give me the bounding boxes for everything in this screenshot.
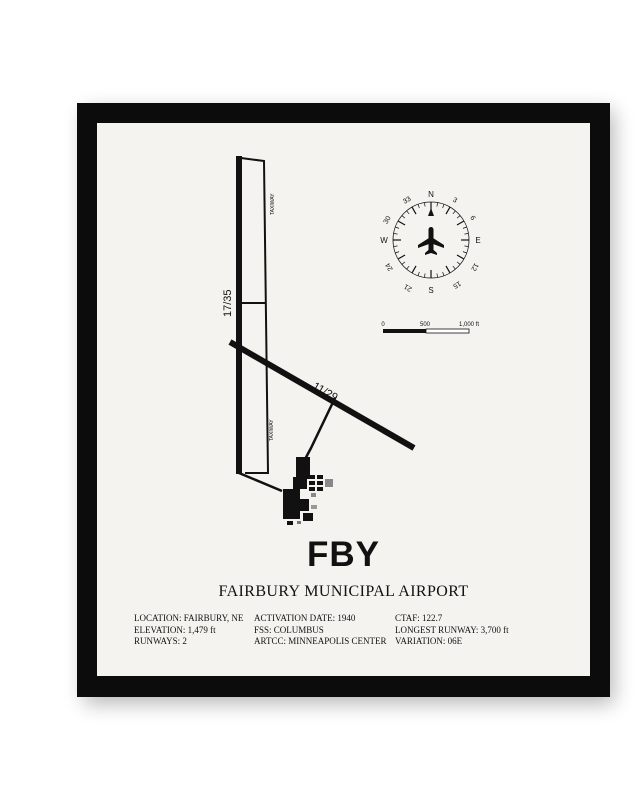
scale-bar: 0 500 1,000 ft	[381, 322, 479, 334]
apron-pad	[325, 479, 333, 487]
compass-tick	[401, 261, 406, 265]
connector-taxiway	[301, 397, 337, 464]
compass-tick	[393, 233, 398, 235]
hangar	[309, 481, 315, 485]
airport-diagram: TAXIWAY TAXIWAY 17/35 11/29	[222, 156, 481, 525]
apron-buildings	[283, 457, 333, 525]
info-runways: RUNWAYS: 2	[134, 636, 187, 646]
info-column-1: LOCATION: FAIRBURY, NE ELEVATION: 1,479 …	[134, 613, 243, 648]
apron-pad	[311, 493, 316, 497]
taxiway	[240, 157, 270, 474]
scale-bar-filled	[383, 329, 426, 333]
info-activation-date: ACTIVATION DATE: 1940	[254, 613, 356, 623]
compass-tick	[436, 273, 438, 278]
compass-tick	[456, 254, 465, 260]
compass-w: W	[380, 236, 388, 245]
compass-tick	[411, 265, 417, 274]
apron-taxi-link	[238, 471, 283, 493]
compass-tick	[464, 233, 469, 235]
compass-e: E	[475, 236, 480, 245]
runway-11-29	[228, 339, 416, 451]
info-fss: FSS: COLUMBUS	[254, 624, 324, 635]
scale-bar-empty	[425, 328, 470, 334]
compass-tick	[424, 202, 426, 207]
compass-tick	[445, 206, 451, 215]
compass-tick	[442, 204, 445, 209]
compass-tick	[452, 210, 456, 215]
compass-tick	[406, 265, 410, 270]
compass-ticks	[393, 202, 469, 278]
compass-tick	[393, 245, 398, 247]
airplane-icon	[418, 227, 444, 255]
main-apron	[283, 489, 300, 519]
info-ctaf: CTAF: 122.7	[395, 613, 443, 623]
compass-tick	[456, 220, 465, 226]
compass-heading-6: 6	[468, 215, 476, 222]
compass-heading-33: 33	[402, 196, 412, 206]
compass-tick	[445, 265, 451, 274]
compass-heading-3: 3	[451, 197, 458, 205]
compass-tick	[424, 273, 426, 278]
compass-heading-24: 24	[385, 262, 395, 272]
building	[300, 499, 309, 511]
airport-name: FAIRBURY MUNICIPAL AIRPORT	[218, 583, 469, 600]
scale-label-1000: 1,000 ft	[459, 322, 479, 328]
compass-tick	[464, 245, 469, 247]
compass-tick	[456, 215, 461, 219]
compass-s: S	[428, 286, 433, 295]
compass-tick	[401, 215, 406, 219]
compass-tick	[411, 206, 417, 215]
info-location: LOCATION: FAIRBURY, NE	[134, 613, 244, 623]
info-artcc: ARTCC: MINNEAPOLIS CENTER	[254, 636, 387, 646]
info-column-3: CTAF: 122.7 LONGEST RUNWAY: 3,700 ft VAR…	[395, 613, 509, 648]
info-column-2: ACTIVATION DATE: 1940 FSS: COLUMBUS ARTC…	[254, 613, 386, 648]
runway-label-17-35: 17/35	[222, 289, 234, 317]
compass-heading-30: 30	[383, 215, 393, 225]
compass-tick	[417, 204, 420, 209]
compass-tick	[397, 254, 406, 260]
compass-n: N	[428, 190, 434, 199]
building	[303, 513, 313, 521]
hangar	[309, 475, 315, 479]
north-arrow-icon	[428, 208, 434, 216]
building	[293, 477, 307, 489]
hangar	[317, 475, 323, 479]
compass-tick	[456, 261, 461, 265]
compass-tick	[452, 265, 456, 270]
taxiway-label-south: TAXIWAY	[269, 419, 275, 441]
building	[287, 521, 293, 525]
info-longest-runway: LONGEST RUNWAY: 3,700 ft	[395, 624, 509, 635]
apron-pad	[297, 521, 301, 524]
compass-tick	[442, 271, 445, 276]
info-elevation: ELEVATION: 1,479 ft	[134, 624, 216, 635]
hangar	[309, 487, 315, 491]
compass-tick	[395, 251, 400, 254]
compass-rose: N E S W 3 6 12 15 21 24 30 33	[380, 190, 480, 295]
compass-tick	[395, 226, 400, 229]
compass-tick	[436, 202, 438, 207]
compass-heading-15: 15	[452, 279, 462, 289]
taxiway-outline	[240, 157, 270, 474]
building	[296, 457, 310, 479]
hangar	[317, 481, 323, 485]
runway-17-35	[236, 156, 242, 474]
poster-mat: TAXIWAY TAXIWAY 17/35 11/29	[97, 123, 590, 676]
scale-label-0: 0	[381, 322, 385, 328]
compass-heading-21: 21	[403, 282, 413, 292]
compass-heading-12: 12	[469, 262, 479, 272]
compass-tick	[462, 251, 467, 254]
hangar	[317, 487, 323, 491]
airport-code: FBY	[307, 535, 380, 574]
taxiway-label-north: TAXIWAY	[270, 193, 276, 215]
runway-label-11-29: 11/29	[311, 380, 340, 404]
apron-pad	[311, 505, 317, 509]
info-variation: VARIATION: 06E	[395, 636, 463, 646]
compass-tick	[417, 271, 420, 276]
compass-tick	[397, 220, 406, 226]
compass-tick	[406, 210, 410, 215]
compass-tick	[462, 226, 467, 229]
scale-label-500: 500	[420, 322, 431, 328]
